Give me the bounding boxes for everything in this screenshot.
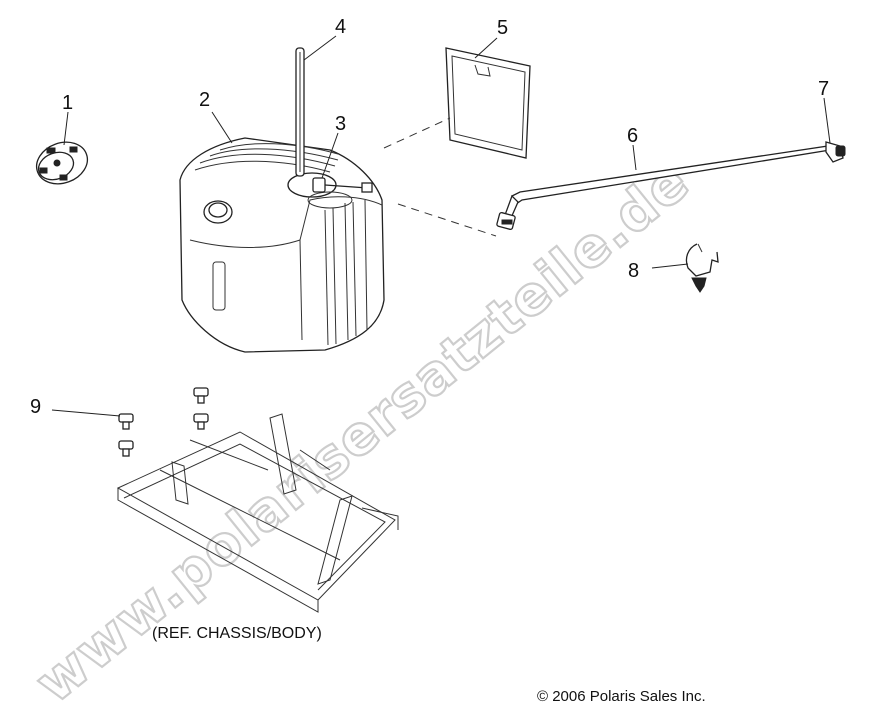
- vent-tube-part: [295, 47, 305, 177]
- callout-6: 6: [627, 125, 638, 147]
- bolt: [193, 387, 209, 404]
- clip-part: [685, 243, 719, 293]
- leader-line: [211, 111, 233, 144]
- fitting-part: [825, 141, 846, 163]
- leader-line: [63, 111, 69, 146]
- callout-9: 9: [30, 396, 41, 418]
- callout-5: 5: [497, 17, 508, 39]
- reference-caption: (REF. CHASSIS/BODY): [152, 625, 322, 642]
- decal-placement-line: [383, 117, 451, 149]
- decal-placement-line: [397, 203, 497, 237]
- fuel-sender-part: [312, 177, 373, 193]
- bolt: [118, 440, 134, 457]
- leader-line: [632, 144, 637, 171]
- callout-4: 4: [335, 16, 346, 38]
- callout-2: 2: [199, 89, 210, 111]
- leader-line: [651, 263, 689, 269]
- copyright-notice: © 2006 Polaris Sales Inc.: [537, 688, 706, 705]
- leader-line: [321, 132, 339, 179]
- fuel-cap-part: [35, 141, 89, 185]
- bolt: [193, 413, 209, 430]
- chassis-frame: [116, 413, 399, 613]
- callout-1: 1: [62, 92, 73, 114]
- callout-7: 7: [818, 78, 829, 100]
- callout-3: 3: [335, 113, 346, 135]
- bolts-part: [118, 387, 209, 457]
- fuel-tank-part: [179, 137, 385, 353]
- callout-8: 8: [628, 260, 639, 282]
- leader-line: [823, 97, 831, 144]
- leader-line: [51, 409, 121, 417]
- leader-line: [474, 37, 498, 59]
- decal-part: [445, 47, 531, 159]
- leader-line: [303, 35, 337, 61]
- bolt: [118, 413, 134, 430]
